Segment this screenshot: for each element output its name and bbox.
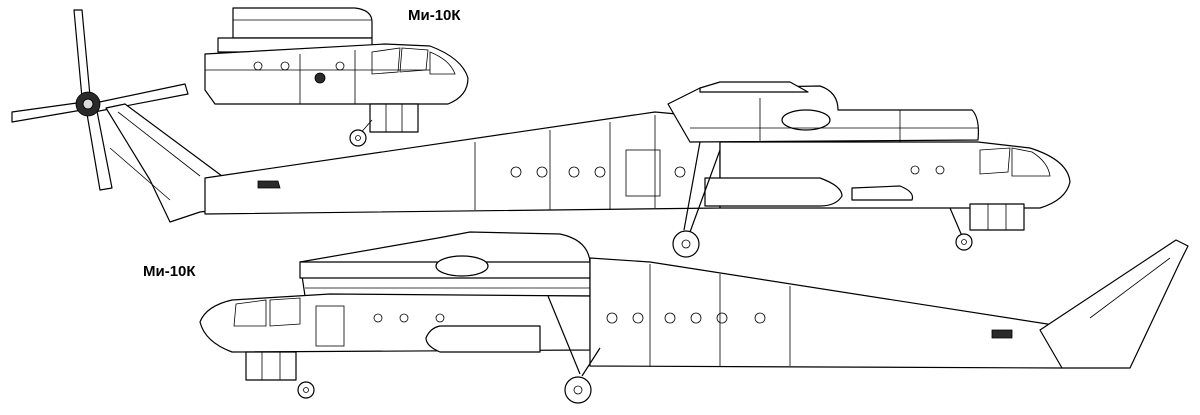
top-view-title: Ми-10К: [408, 7, 461, 24]
tail-rotor-top-view: [11, 9, 189, 191]
helicopter-top-view: [105, 81, 1071, 258]
helicopter-bottom-view: [199, 231, 1189, 404]
detail-inset-nose-section: [204, 7, 469, 147]
bottom-view-title: Ми-10К: [143, 263, 196, 280]
